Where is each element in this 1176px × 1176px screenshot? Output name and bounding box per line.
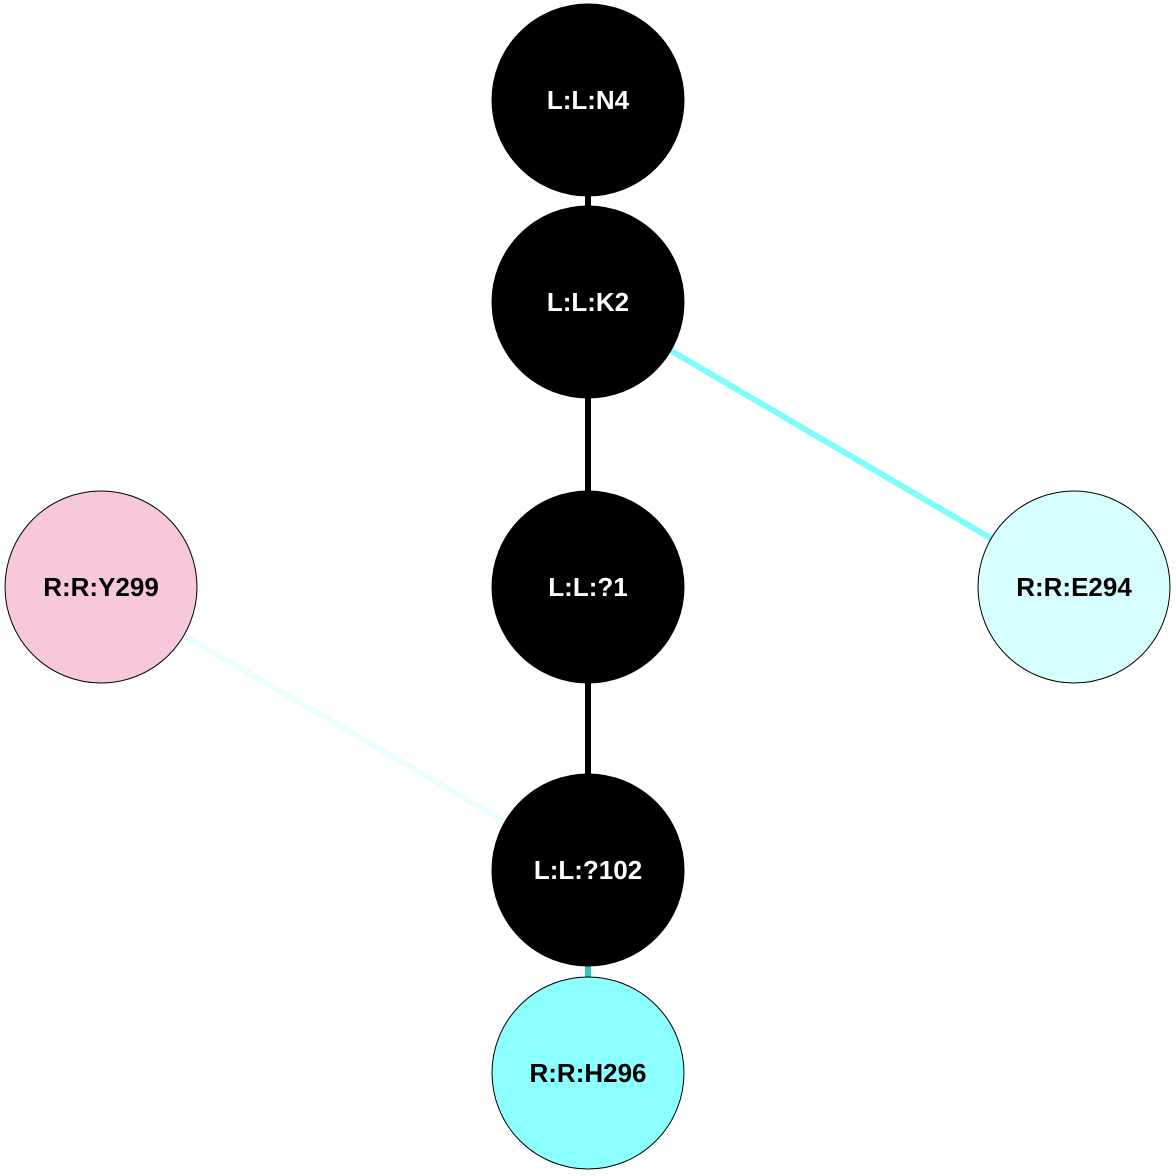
node-label-y299: R:R:Y299	[43, 572, 159, 602]
node-circle-k2	[491, 205, 685, 399]
node-circle-q102	[491, 773, 685, 967]
node-label-h296: R:R:H296	[529, 1058, 646, 1088]
node-label-q1: L:L:?1	[548, 572, 627, 602]
node-k2: L:L:K2	[491, 205, 685, 399]
node-n4: L:L:N4	[491, 3, 685, 197]
node-circle-q1	[491, 490, 685, 684]
node-h296: R:R:H296	[491, 976, 685, 1170]
node-e294: R:R:E294	[977, 490, 1171, 684]
node-label-n4: L:L:N4	[547, 85, 630, 115]
node-label-q102: L:L:?102	[534, 855, 642, 885]
node-q102: L:L:?102	[491, 773, 685, 967]
node-q1: L:L:?1	[491, 490, 685, 684]
node-circle-n4	[491, 3, 685, 197]
node-label-k2: L:L:K2	[547, 287, 629, 317]
node-circle-h296	[491, 976, 685, 1170]
node-y299: R:R:Y299	[4, 490, 198, 684]
node-label-e294: R:R:E294	[1016, 572, 1132, 602]
node-circle-e294	[977, 490, 1171, 684]
node-circle-y299	[4, 490, 198, 684]
